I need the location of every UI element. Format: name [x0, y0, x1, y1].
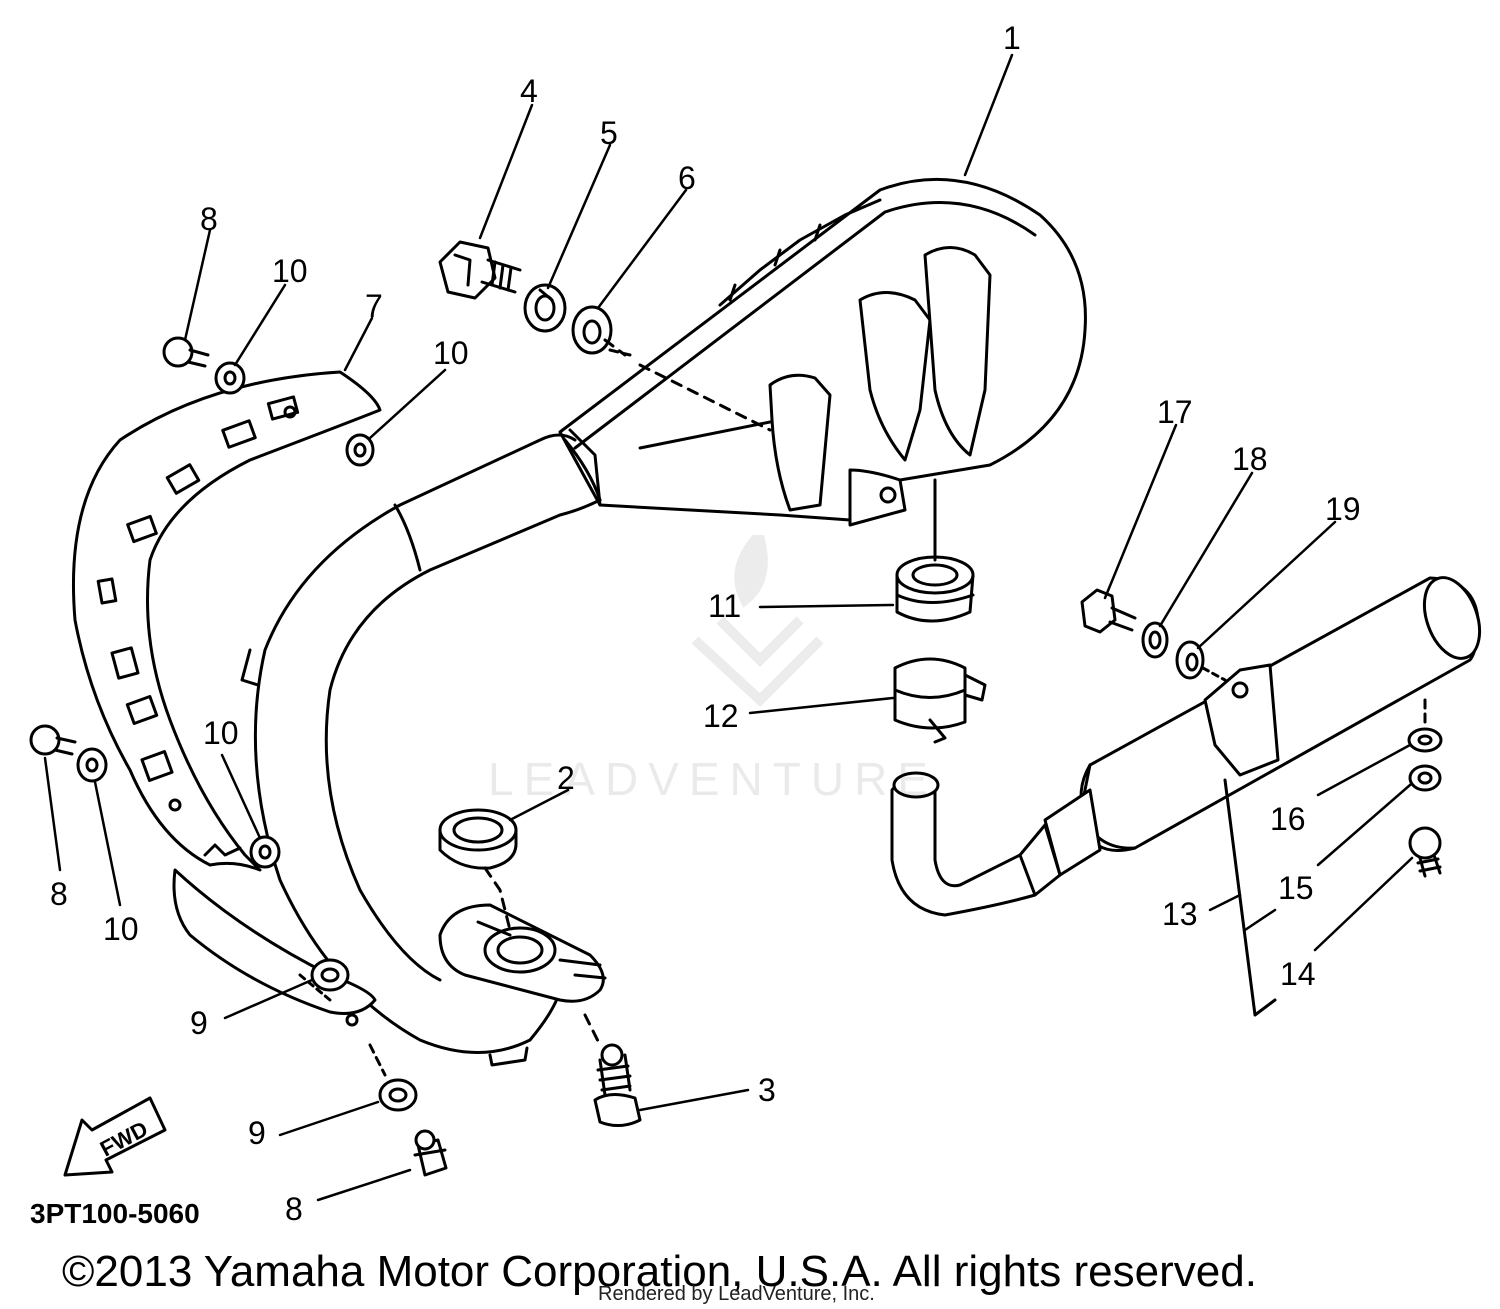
callout-10-upper-right: 10	[433, 335, 469, 371]
watermark-text: LEADVENTURE	[488, 753, 938, 805]
callout-16: 16	[1270, 801, 1306, 837]
protector-screw-lower	[413, 1129, 448, 1177]
silencer	[890, 576, 1482, 1017]
protector-washer-1	[214, 361, 246, 395]
protector-washer-4	[249, 835, 281, 869]
exhaust-flange	[438, 903, 607, 1003]
callout-10-upper-left: 10	[272, 253, 308, 289]
muffler-body	[558, 177, 1087, 527]
protector-screw-upper	[162, 336, 210, 368]
callout-8-left: 8	[50, 876, 68, 912]
diagram-part-code: 3PT100-5060	[30, 1198, 200, 1229]
collar-lower	[368, 1043, 418, 1112]
callout-10-lower: 10	[103, 911, 139, 947]
collar-upper	[310, 958, 350, 992]
silencer-bolt	[1408, 826, 1442, 878]
callout-5: 5	[600, 115, 618, 151]
callout-12: 12	[703, 698, 739, 734]
silencer-spring-washer	[1408, 764, 1442, 792]
callout-6: 6	[678, 160, 696, 196]
callout-15: 15	[1278, 870, 1314, 906]
protector-washer-3	[76, 747, 108, 783]
spring-washer	[523, 283, 567, 333]
copyright-notice: ©2013 Yamaha Motor Corporation, U.S.A. A…	[62, 1247, 1257, 1296]
exhaust-gasket	[438, 808, 518, 932]
callout-4: 4	[520, 73, 538, 109]
callout-18: 18	[1232, 441, 1268, 477]
callout-1: 1	[1003, 20, 1021, 56]
callout-9-upper: 9	[190, 1005, 208, 1041]
callout-11: 11	[708, 588, 742, 624]
callout-9-lower: 9	[248, 1115, 266, 1151]
callout-13: 13	[1162, 896, 1198, 932]
callout-8-upper: 8	[200, 201, 218, 237]
callout-14: 14	[1280, 956, 1316, 992]
muffler-bolt	[438, 240, 522, 300]
flange-bolt	[583, 1013, 642, 1127]
callout-3: 3	[758, 1072, 776, 1108]
silencer-upper-plain-washer	[1175, 640, 1227, 682]
protector-screw-left	[29, 724, 77, 756]
leader-lines	[43, 53, 1414, 1202]
silencer-collar	[1407, 698, 1443, 753]
silencer-upper-spring-washer	[1141, 621, 1169, 659]
callout-10-middle: 10	[203, 715, 239, 751]
clamp	[893, 657, 987, 744]
callout-8-lower: 8	[285, 1191, 303, 1227]
protector-washer-2	[345, 433, 375, 467]
callout-7: 7	[365, 288, 383, 324]
callout-17: 17	[1157, 394, 1193, 430]
plain-washer	[571, 305, 627, 357]
grommet	[895, 478, 975, 623]
rendered-by-credit: Rendered by LeadVenture, Inc.	[598, 1283, 875, 1305]
leadventure-logo-watermark	[691, 535, 824, 707]
fwd-arrow-icon	[63, 1096, 167, 1177]
silencer-upper-bolt	[1080, 588, 1137, 634]
callout-2: 2	[557, 760, 575, 796]
callout-19: 19	[1325, 491, 1361, 527]
